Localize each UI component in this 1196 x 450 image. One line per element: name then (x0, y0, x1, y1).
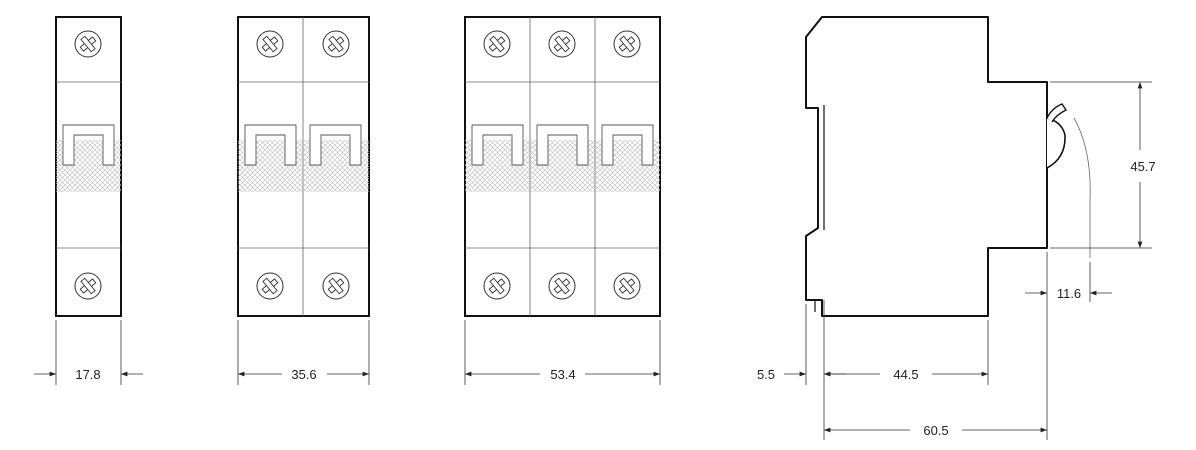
dim-rail-offset: 5.5 (757, 367, 775, 382)
dim-single-pole-width: 17.8 (75, 367, 100, 382)
screw-icon (256, 272, 284, 300)
dim-toggle-depth: 11.6 (1057, 286, 1081, 301)
screw-icon (256, 30, 284, 58)
screw-icon (613, 30, 641, 58)
double-pole-breaker (237, 16, 370, 317)
screw-icon (613, 272, 641, 300)
dim-overall-depth: 60.5 (923, 423, 948, 438)
screw-icon (548, 30, 576, 58)
screw-icon (74, 30, 102, 58)
single-pole-breaker (55, 16, 122, 317)
dim-body-depth: 44.5 (893, 367, 918, 382)
screw-icon (483, 272, 511, 300)
side-view-profile (805, 16, 1091, 317)
dim-triple-pole-width: 53.4 (550, 367, 575, 382)
screw-icon (483, 30, 511, 58)
screw-icon (548, 272, 576, 300)
dimension-lines (34, 81, 1152, 440)
screw-icon (74, 272, 102, 300)
screw-icon (322, 30, 350, 58)
triple-pole-breaker (464, 16, 661, 317)
dim-front-height: 45.7 (1130, 159, 1155, 174)
screw-icon (322, 272, 350, 300)
dim-double-pole-width: 35.6 (291, 367, 316, 382)
